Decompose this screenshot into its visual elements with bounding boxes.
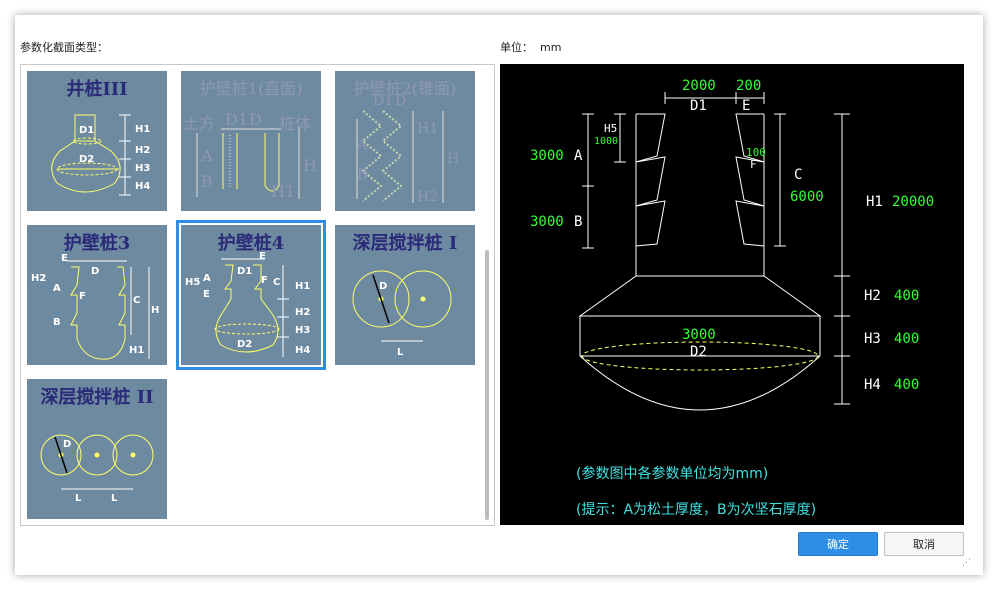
svg-text:H: H — [151, 305, 159, 316]
tile-retaining-pile-2[interactable]: 护壁桩2(锥面) D1 D H1 A B H H2 — [335, 71, 475, 211]
tile-retaining-pile-4[interactable]: 护壁桩4 E D1 H5 A E F C H1 H2 H3 D2 H4 — [176, 220, 326, 370]
svg-text:H1: H1 — [295, 281, 310, 292]
svg-text:3000: 3000 — [530, 148, 564, 164]
svg-text:L: L — [75, 493, 82, 504]
svg-text:H5: H5 — [185, 277, 200, 288]
svg-text:H1: H1 — [129, 345, 144, 356]
svg-text:B: B — [53, 317, 61, 328]
tile-deep-mixing-pile-1[interactable]: 深层搅拌桩 I D L — [335, 225, 475, 365]
svg-text:F: F — [261, 275, 268, 286]
svg-text:3000: 3000 — [682, 327, 716, 343]
retaining-pile-2-diagram: D1 D H1 A B H H2 — [356, 93, 459, 205]
svg-text:100: 100 — [746, 146, 766, 159]
svg-text:400: 400 — [894, 331, 919, 347]
preview-drawing: 2000 200 D1 E H5 1000 3000 A 3000 B 100 … — [530, 78, 934, 518]
svg-text:B: B — [357, 167, 367, 183]
svg-text:H4: H4 — [864, 377, 881, 393]
svg-text:3000: 3000 — [530, 214, 564, 230]
svg-text:200: 200 — [736, 78, 761, 94]
svg-text:400: 400 — [894, 377, 919, 393]
svg-text:D: D — [249, 110, 262, 129]
svg-text:D: D — [63, 439, 71, 450]
svg-text:F: F — [750, 158, 757, 171]
svg-text:D: D — [379, 281, 387, 292]
svg-text:桩体: 桩体 — [279, 114, 311, 133]
svg-text:2000: 2000 — [682, 78, 716, 94]
svg-text:B: B — [574, 214, 582, 230]
parameter-preview: 2000 200 D1 E H5 1000 3000 A 3000 B 100 … — [500, 64, 964, 525]
svg-text:D1: D1 — [79, 125, 94, 136]
list-scrollbar[interactable] — [483, 65, 491, 523]
svg-text:D1: D1 — [225, 110, 248, 129]
svg-text:6000: 6000 — [790, 189, 824, 205]
svg-text:F: F — [79, 291, 86, 302]
svg-text:H: H — [447, 151, 459, 167]
svg-text:D: D — [395, 93, 406, 109]
svg-text:(参数图中各参数单位均为mm): (参数图中各参数单位均为mm) — [576, 465, 768, 482]
svg-text:H1: H1 — [417, 121, 438, 137]
ok-button[interactable]: 确定 — [798, 532, 878, 556]
svg-text:H1: H1 — [271, 182, 295, 201]
svg-text:A: A — [356, 137, 368, 153]
svg-text:A: A — [574, 148, 583, 164]
svg-text:H2: H2 — [864, 288, 881, 304]
list-scrollbar-thumb[interactable] — [485, 250, 489, 520]
section-type-label: 参数化截面类型： — [20, 41, 108, 54]
svg-text:C: C — [133, 295, 140, 306]
unit-label: 单位： mm — [500, 41, 562, 54]
svg-text:D2: D2 — [237, 339, 252, 350]
svg-text:A: A — [203, 273, 211, 284]
svg-text:H4: H4 — [135, 181, 150, 192]
svg-text:H2: H2 — [31, 273, 46, 284]
svg-text:H: H — [303, 156, 317, 175]
retaining-pile-1-diagram: 土方 D1 D 桩体 A B H H1 — [183, 110, 317, 201]
svg-text:D1: D1 — [373, 93, 393, 109]
svg-text:H4: H4 — [295, 345, 310, 356]
svg-text:C: C — [794, 167, 802, 183]
retaining-pile-3-diagram: E D H2 A F C H B H1 — [31, 253, 159, 360]
deep-mixing-pile-1-diagram: D L — [352, 270, 452, 358]
tile-well-pile-3[interactable]: 井桩III D1 D2 H1 H2 H3 H4 — [27, 71, 167, 211]
svg-text:B: B — [201, 172, 213, 191]
svg-text:D1: D1 — [237, 266, 252, 277]
svg-text:H3: H3 — [295, 325, 310, 336]
svg-text:H3: H3 — [864, 331, 881, 347]
svg-text:E: E — [742, 98, 750, 114]
svg-text:(提示：A为松土厚度，B为次坚石厚度): (提示：A为松土厚度，B为次坚石厚度) — [576, 502, 816, 518]
svg-text:L: L — [397, 347, 404, 358]
svg-text:C: C — [273, 277, 280, 288]
svg-text:H1: H1 — [866, 194, 883, 210]
svg-text:A: A — [200, 146, 213, 165]
svg-text:H5: H5 — [604, 122, 617, 135]
tile-deep-mixing-pile-2[interactable]: 深层搅拌桩 II D L L — [27, 379, 167, 519]
svg-text:土方: 土方 — [183, 114, 215, 133]
cancel-button[interactable]: 取消 — [884, 532, 964, 556]
svg-text:H2: H2 — [417, 189, 438, 205]
svg-text:H2: H2 — [295, 307, 310, 318]
deep-mixing-pile-2-diagram: D L L — [40, 434, 154, 504]
tile-retaining-pile-1[interactable]: 护壁桩1(直面) 土方 D1 D 桩体 A B H H1 — [181, 71, 321, 211]
svg-text:D: D — [91, 266, 99, 277]
svg-text:1000: 1000 — [594, 136, 618, 147]
svg-text:E: E — [203, 289, 210, 300]
svg-text:A: A — [53, 283, 61, 294]
tile-retaining-pile-3[interactable]: 护壁桩3 E D H2 A F C H B H1 — [27, 225, 167, 365]
svg-text:H3: H3 — [135, 163, 150, 174]
svg-text:E: E — [259, 251, 266, 262]
svg-text:D2: D2 — [690, 344, 707, 360]
svg-text:H1: H1 — [135, 124, 150, 135]
svg-text:L: L — [111, 493, 118, 504]
resize-grip-icon[interactable]: ⋰ — [962, 558, 971, 568]
svg-text:E: E — [61, 253, 68, 264]
svg-text:D2: D2 — [79, 154, 94, 165]
well-pile-3-diagram: D1 D2 H1 H2 H3 H4 — [51, 114, 150, 196]
svg-text:20000: 20000 — [892, 194, 934, 210]
retaining-pile-4-diagram: E D1 H5 A E F C H1 H2 H3 D2 H4 — [185, 251, 310, 357]
unit-value: mm — [540, 41, 562, 54]
svg-text:D1: D1 — [690, 98, 707, 114]
svg-text:400: 400 — [894, 288, 919, 304]
svg-text:H2: H2 — [135, 145, 150, 156]
